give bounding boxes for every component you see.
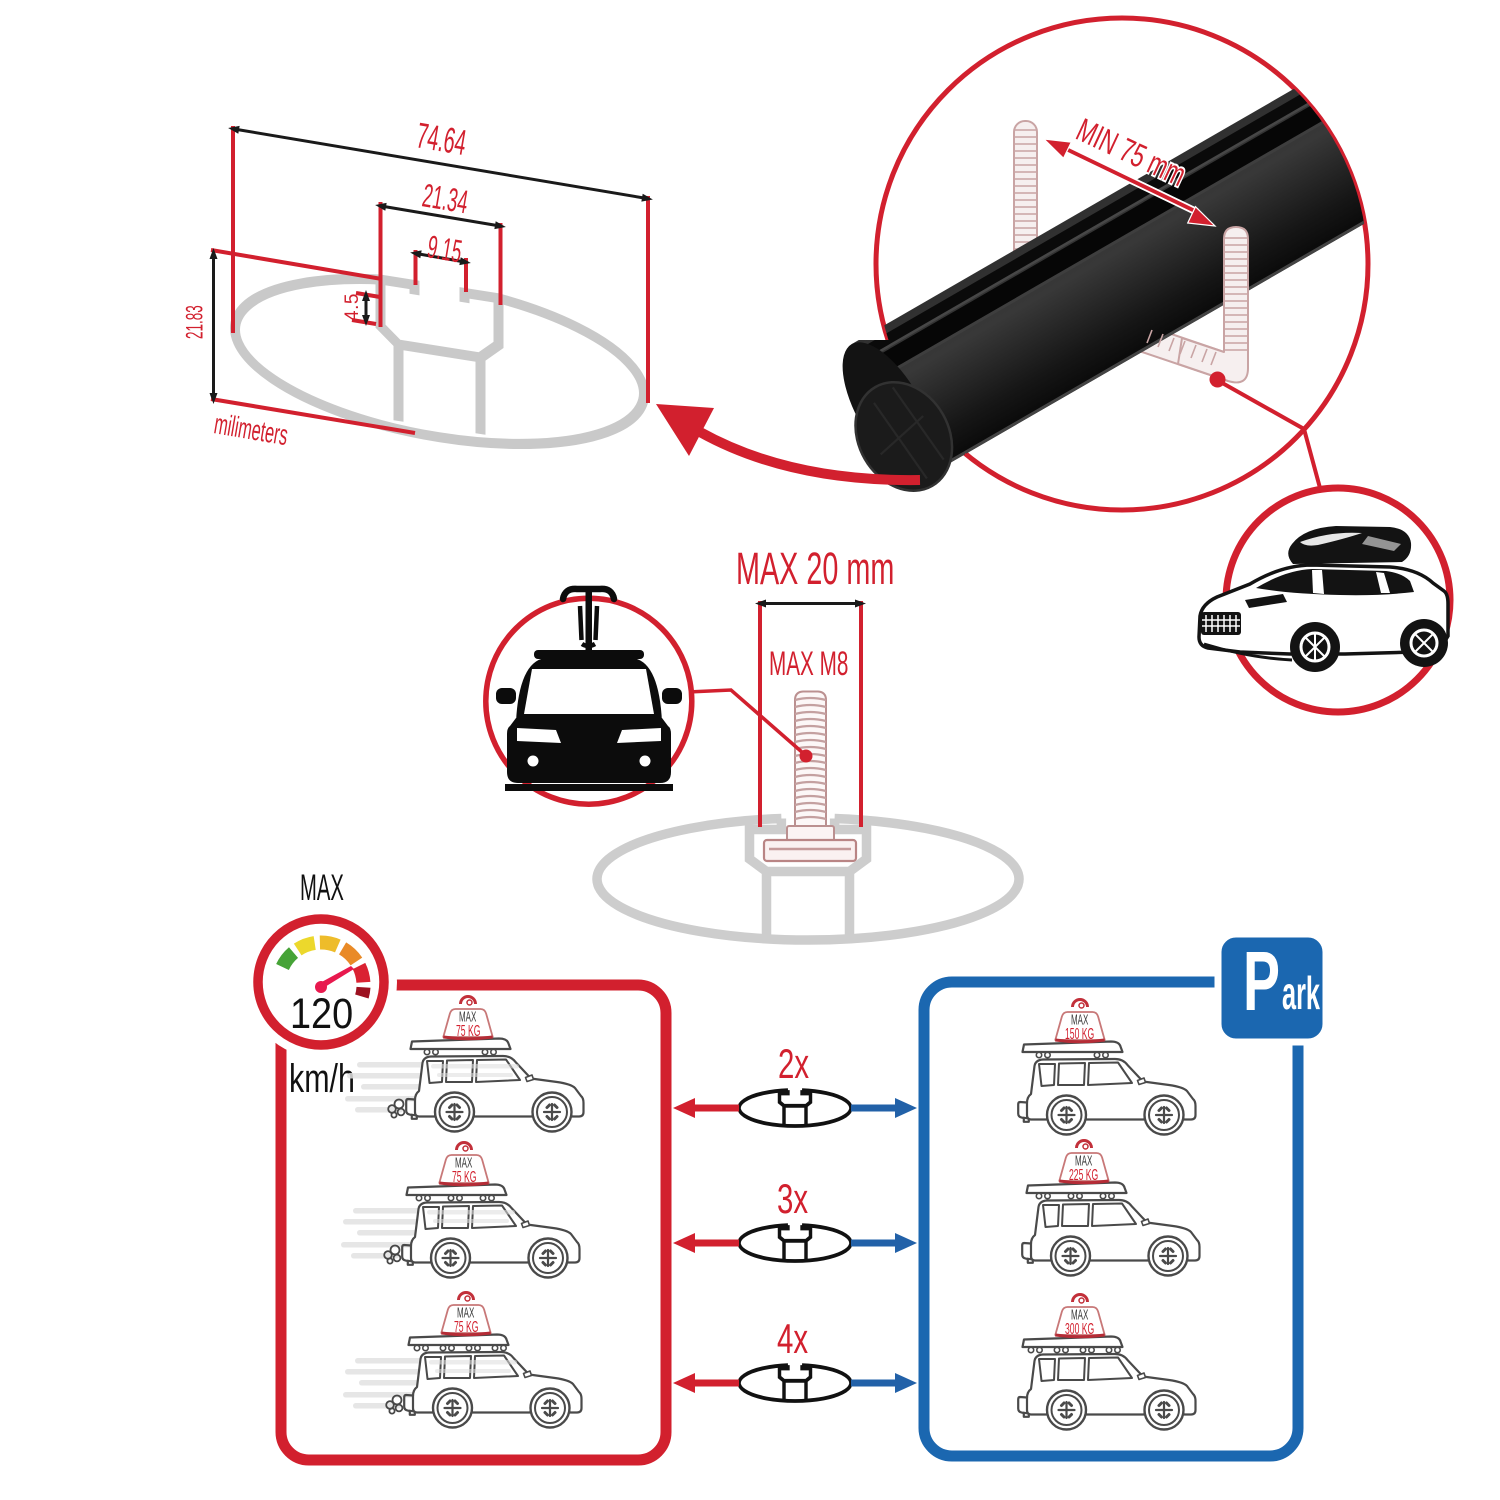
svg-text:2x: 2x bbox=[778, 1040, 809, 1088]
svg-text:P: P bbox=[1243, 936, 1280, 1029]
svg-text:MAX: MAX bbox=[455, 1155, 472, 1171]
svg-text:21.34: 21.34 bbox=[420, 177, 471, 221]
svg-text:75 KG: 75 KG bbox=[454, 1318, 478, 1335]
svg-text:9.15: 9.15 bbox=[425, 230, 465, 270]
svg-text:3x: 3x bbox=[777, 1175, 808, 1223]
svg-text:75 KG: 75 KG bbox=[452, 1168, 476, 1185]
svg-text:MAX: MAX bbox=[457, 1305, 474, 1321]
svg-text:MAX: MAX bbox=[300, 868, 344, 909]
svg-text:MAX 20 mm: MAX 20 mm bbox=[736, 545, 894, 595]
svg-text:75 KG: 75 KG bbox=[456, 1022, 480, 1039]
svg-text:km/h: km/h bbox=[289, 1056, 355, 1101]
svg-text:ark: ark bbox=[1282, 967, 1320, 1019]
svg-text:MAX: MAX bbox=[1071, 1012, 1088, 1028]
svg-text:MAX M8: MAX M8 bbox=[769, 645, 848, 684]
svg-text:300 KG: 300 KG bbox=[1065, 1320, 1094, 1337]
svg-text:74.64: 74.64 bbox=[414, 116, 469, 163]
svg-text:MAX: MAX bbox=[1075, 1153, 1092, 1169]
svg-text:MAX: MAX bbox=[459, 1009, 476, 1025]
svg-text:MAX: MAX bbox=[1071, 1307, 1088, 1323]
svg-text:milimeters: milimeters bbox=[212, 407, 290, 451]
svg-text:120: 120 bbox=[290, 989, 353, 1038]
svg-text:150 KG: 150 KG bbox=[1065, 1025, 1094, 1042]
svg-text:21.83: 21.83 bbox=[181, 305, 208, 339]
svg-text:4.5: 4.5 bbox=[342, 293, 363, 321]
svg-text:4x: 4x bbox=[777, 1315, 808, 1363]
svg-text:225 KG: 225 KG bbox=[1069, 1166, 1098, 1183]
